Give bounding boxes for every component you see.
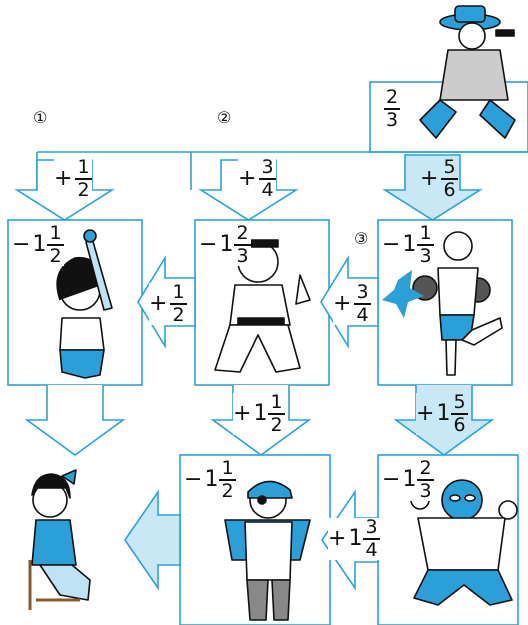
arrow-h-final: [125, 492, 180, 588]
marker-route-3: ③: [354, 229, 368, 248]
marker-route-1: ①: [33, 108, 47, 127]
marker-route-2: ②: [217, 108, 231, 127]
tied-girl-figure: [30, 470, 90, 610]
arrow-down-left: [27, 385, 123, 455]
